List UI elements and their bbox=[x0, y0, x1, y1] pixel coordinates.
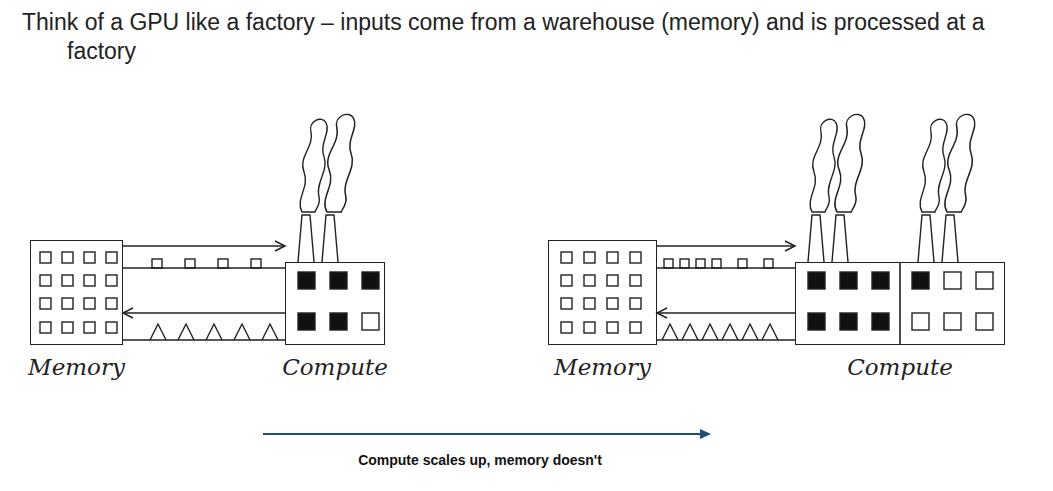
building-label: Compute bbox=[282, 354, 388, 380]
factory-divider bbox=[899, 262, 901, 345]
building: Memory bbox=[548, 240, 657, 345]
flow-arrow bbox=[657, 308, 795, 318]
chimneys bbox=[298, 215, 958, 262]
smoke bbox=[300, 114, 975, 212]
windows bbox=[40, 252, 641, 333]
factory-windows bbox=[298, 272, 993, 330]
building: Compute bbox=[285, 262, 385, 345]
slide-title: Think of a GPU like a factory – inputs c… bbox=[22, 8, 1050, 66]
building-label: Memory bbox=[28, 354, 125, 380]
scale-arrow bbox=[263, 429, 711, 439]
flow-arrow bbox=[657, 241, 795, 251]
building-label: Memory bbox=[554, 354, 651, 380]
building-label: Compute bbox=[847, 354, 953, 380]
conveyor-belt bbox=[123, 259, 795, 340]
building: Memory bbox=[30, 240, 123, 345]
building: Compute bbox=[795, 262, 1005, 345]
flow-arrow bbox=[123, 308, 285, 318]
axis-note: Compute scales up, memory doesn't bbox=[0, 452, 960, 468]
flow-arrow bbox=[123, 241, 285, 251]
